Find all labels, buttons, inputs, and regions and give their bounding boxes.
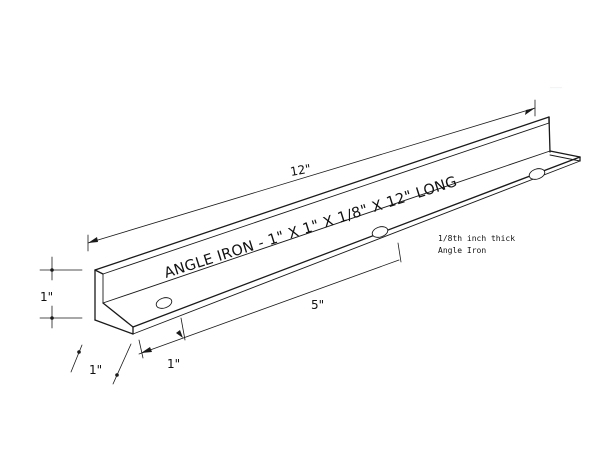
vertical-leg-face (95, 117, 550, 320)
angle-iron-body (94, 116, 581, 335)
hole-offset-dimension (176, 317, 186, 341)
hole-offset-label: 1" (167, 357, 180, 371)
mounting-hole-2 (371, 226, 389, 238)
thickness-note-line-1: 1/8th inch thick (438, 234, 515, 243)
faint-mark: ___ (549, 79, 563, 88)
width-dimension (70, 343, 132, 385)
hole-spacing-label: 5" (311, 298, 324, 312)
length-dimension-label: 12" (289, 162, 312, 179)
horizontal-leg-face (103, 151, 580, 327)
hole-spacing-dimension (138, 242, 402, 359)
height-dimension-label: 1" (40, 290, 53, 304)
width-dimension-label: 1" (89, 363, 102, 377)
length-dimension (87, 99, 536, 252)
height-dimension (39, 256, 83, 329)
mounting-hole-3 (528, 168, 546, 180)
thickness-note-line-2: Angle Iron (438, 246, 486, 255)
mounting-hole-1 (155, 297, 173, 309)
